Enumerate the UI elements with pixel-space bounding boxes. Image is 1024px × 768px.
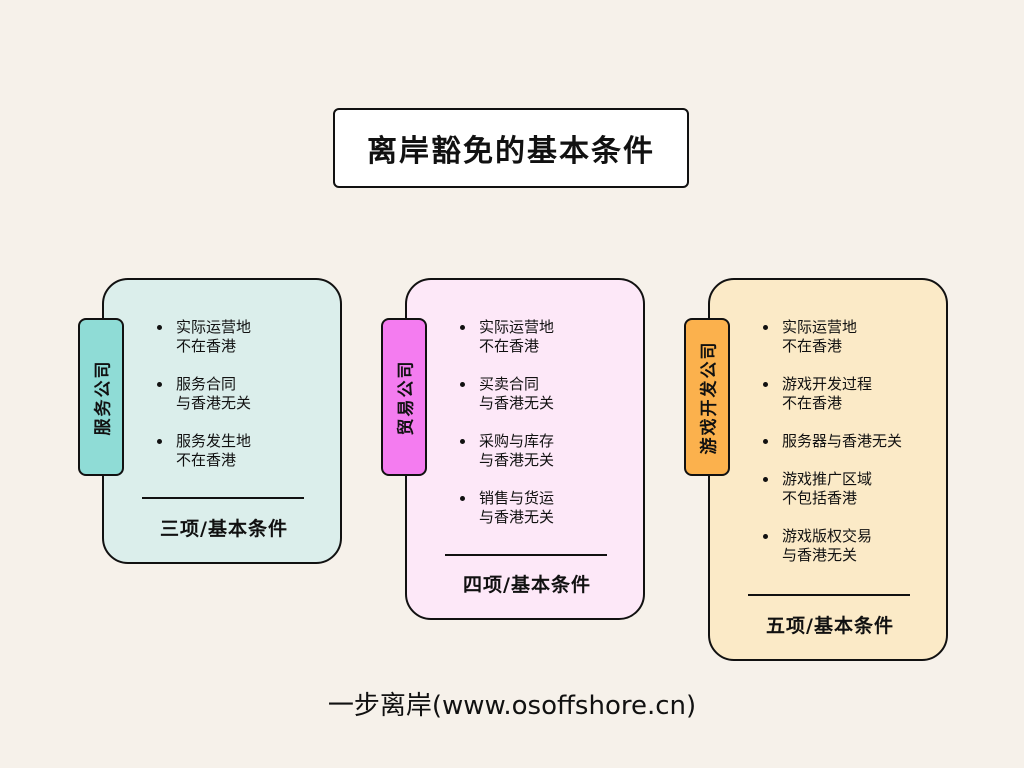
list-item: 实际运营地 不在香港 [758,318,958,356]
list-item: 服务合同 与香港无关 [152,375,352,413]
trade-company-conditions: 实际运营地 不在香港 买卖合同 与香港无关 采购与库存 与香港无关 销售与货运 … [455,318,655,546]
list-item: 游戏开发过程 不在香港 [758,375,958,413]
service-company-divider [142,497,304,499]
trade-company-summary: 四项/基本条件 [463,574,591,596]
game-company-label: 游戏开发公司 [684,318,730,476]
trade-company-divider [445,554,607,556]
list-item: 服务发生地 不在香港 [152,432,352,470]
list-item: 采购与库存 与香港无关 [455,432,655,470]
trade-company-label-text: 贸易公司 [396,359,417,435]
diagram-title: 离岸豁免的基本条件 [333,108,689,188]
list-item: 游戏版权交易 与香港无关 [758,527,958,565]
service-company-conditions: 实际运营地 不在香港 服务合同 与香港无关 服务发生地 不在香港 [152,318,352,489]
list-item: 实际运营地 不在香港 [152,318,352,356]
game-company-summary: 五项/基本条件 [766,615,894,637]
list-item: 销售与货运 与香港无关 [455,489,655,527]
list-item: 服务器与香港无关 [758,432,958,451]
game-company-conditions: 实际运营地 不在香港 游戏开发过程 不在香港 服务器与香港无关 游戏推广区域 不… [758,318,958,584]
list-item: 实际运营地 不在香港 [455,318,655,356]
game-company-card: 实际运营地 不在香港 游戏开发过程 不在香港 服务器与香港无关 游戏推广区域 不… [708,278,948,661]
footer-credit: 一步离岸(www.osoffshore.cn) [327,691,697,721]
list-item: 游戏推广区域 不包括香港 [758,470,958,508]
trade-company-card: 实际运营地 不在香港 买卖合同 与香港无关 采购与库存 与香港无关 销售与货运 … [405,278,645,620]
service-company-card: 实际运营地 不在香港 服务合同 与香港无关 服务发生地 不在香港 三项/基本条件 [102,278,342,564]
list-item: 买卖合同 与香港无关 [455,375,655,413]
trade-company-label: 贸易公司 [381,318,427,476]
game-company-divider [748,594,910,596]
service-company-summary: 三项/基本条件 [160,518,288,540]
service-company-label: 服务公司 [78,318,124,476]
game-company-label-text: 游戏开发公司 [699,340,720,454]
service-company-label-text: 服务公司 [93,359,114,435]
